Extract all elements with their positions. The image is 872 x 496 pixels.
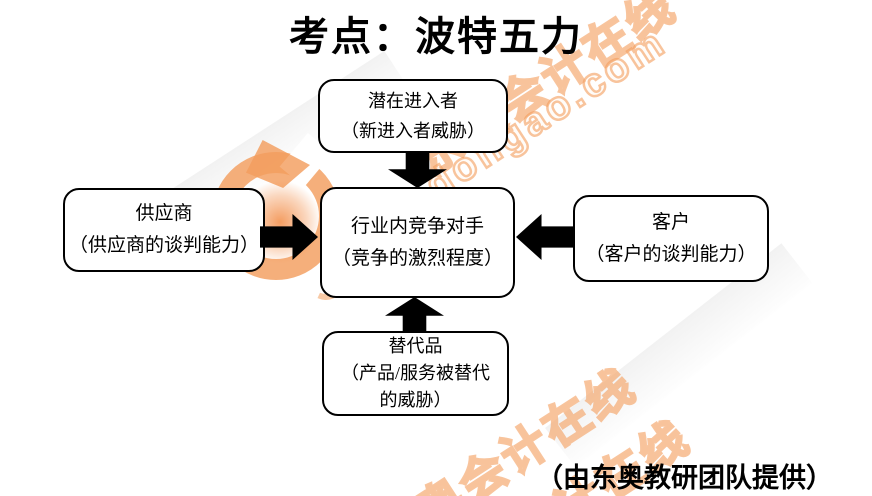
box-industry-rivals-line-2: （竞争的激烈程度） (331, 247, 503, 269)
box-suppliers-line-2: （供应商的谈判能力） (68, 235, 259, 256)
box-suppliers-line-1: 供应商 (135, 203, 193, 224)
box-potential-entrants-line-1: 潜在进入者 (368, 91, 458, 111)
box-potential-entrants: 潜在进入者 （新进入者威胁） (318, 79, 508, 153)
box-suppliers: 供应商 （供应商的谈判能力） (63, 188, 265, 272)
box-industry-rivals-line-1: 行业内竞争对手 (350, 215, 484, 237)
box-substitutes-line-1: 替代品 (388, 336, 443, 356)
box-potential-entrants-line-2: （新进入者威胁） (341, 121, 485, 141)
box-customers-line-1: 客户 (651, 211, 690, 233)
source-caption: （由东奥教研团队提供） (536, 463, 833, 493)
page-title: 考点：波特五力 (289, 15, 583, 59)
box-customers-line-2: （客户的谈判能力） (585, 243, 757, 265)
box-customers: 客户 （客户的谈判能力） (573, 195, 769, 282)
box-industry-rivals: 行业内竞争对手 （竞争的激烈程度） (320, 187, 515, 298)
box-substitutes-line-2: （产品/服务被替代 (340, 363, 490, 383)
box-substitutes: 替代品 （产品/服务被替代 的威胁） (322, 331, 509, 416)
box-substitutes-line-3: 的威胁） (379, 390, 452, 410)
